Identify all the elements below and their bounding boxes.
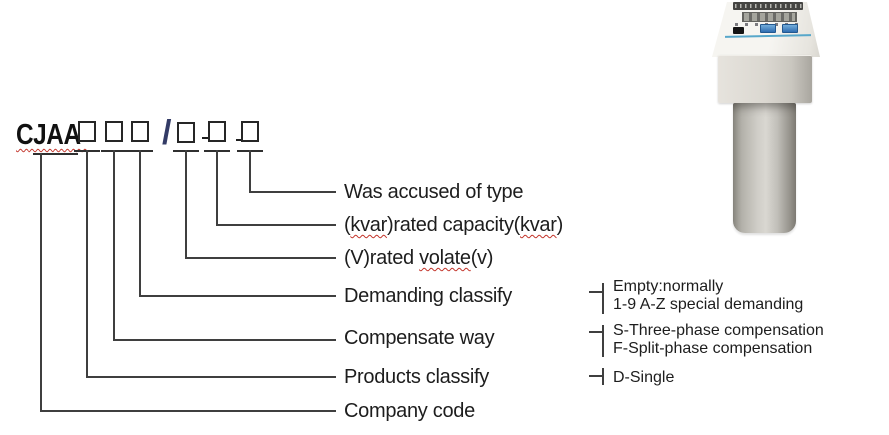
label-part: ) [556,214,564,236]
dash-separator-2 [236,139,243,141]
device-lcd-display [742,12,797,22]
tbar-prefix [33,153,78,155]
bracket-products-dash [589,375,604,377]
connector-demanding-classify [139,150,141,297]
elbow-products-classify [86,376,336,378]
device-power-switch [733,27,744,34]
label-demanding-classify: Demanding classify [344,285,513,307]
note-compensate: S-Three-phase compensation F-Split-phase… [613,322,824,358]
device-collar [718,55,812,103]
label-compensate-way: Compensate way [344,327,495,349]
label-rated-voltage: (V)rated volate(v) [344,247,493,269]
slash-separator: / [162,114,172,152]
device-title-strip [733,2,803,10]
note-line: F-Split-phase compensation [613,340,813,357]
elbow-compensate-way [113,339,336,341]
device-button-left [760,24,776,33]
connector-products-classify [86,150,88,378]
note-line: S-Three-phase compensation [613,322,824,339]
device-button-right [782,24,798,33]
elbow-rated-capacity [216,224,336,226]
elbow-demanding-classify [139,295,336,297]
label-part-misspelled: kvar [350,214,387,236]
code-box-5 [208,121,226,142]
label-rated-capacity: (kvar)rated capacity(kvar) [344,214,563,236]
elbow-type [249,191,336,193]
note-line: D-Single [613,369,675,386]
connector-company-code [40,153,42,412]
bracket-products-bar [602,368,604,385]
bracket-compensate-bar [602,325,604,357]
note-demanding: Empty:normally 1-9 A-Z special demanding [613,278,803,314]
code-box-6 [241,121,259,142]
label-products-classify: Products classify [344,366,489,388]
label-part: (v) [470,247,494,269]
connector-type [249,150,251,193]
bracket-demanding-dash [589,291,604,293]
code-box-4 [177,122,195,143]
elbow-company-code [40,410,336,412]
note-line: 1-9 A-Z special demanding [613,296,804,313]
connector-compensate-way [113,150,115,341]
label-company-code: Company code [344,400,475,422]
label-part: )rated capacity( [386,214,521,236]
dash-separator-1 [202,137,208,139]
note-products: D-Single [613,369,674,387]
note-line: Empty:normally [613,278,724,295]
device-capacitor-body [733,103,796,233]
code-box-2 [105,121,123,142]
label-part: ( [344,214,351,236]
label-part-misspelled: volate [419,247,471,269]
connector-rated-capacity [216,150,218,226]
product-photo [695,0,840,250]
code-box-3 [131,121,149,142]
label-part-misspelled: kvar [520,214,557,236]
bracket-compensate-dash [589,331,604,333]
bracket-demanding-bar [602,283,604,314]
lcd-digits [744,13,795,21]
connector-rated-voltage [185,150,187,259]
label-type: Was accused of type [344,181,524,203]
code-box-1 [78,121,96,142]
label-part: (V)rated [344,247,420,269]
elbow-rated-voltage [185,257,336,259]
model-prefix: CJAA- [16,119,89,151]
